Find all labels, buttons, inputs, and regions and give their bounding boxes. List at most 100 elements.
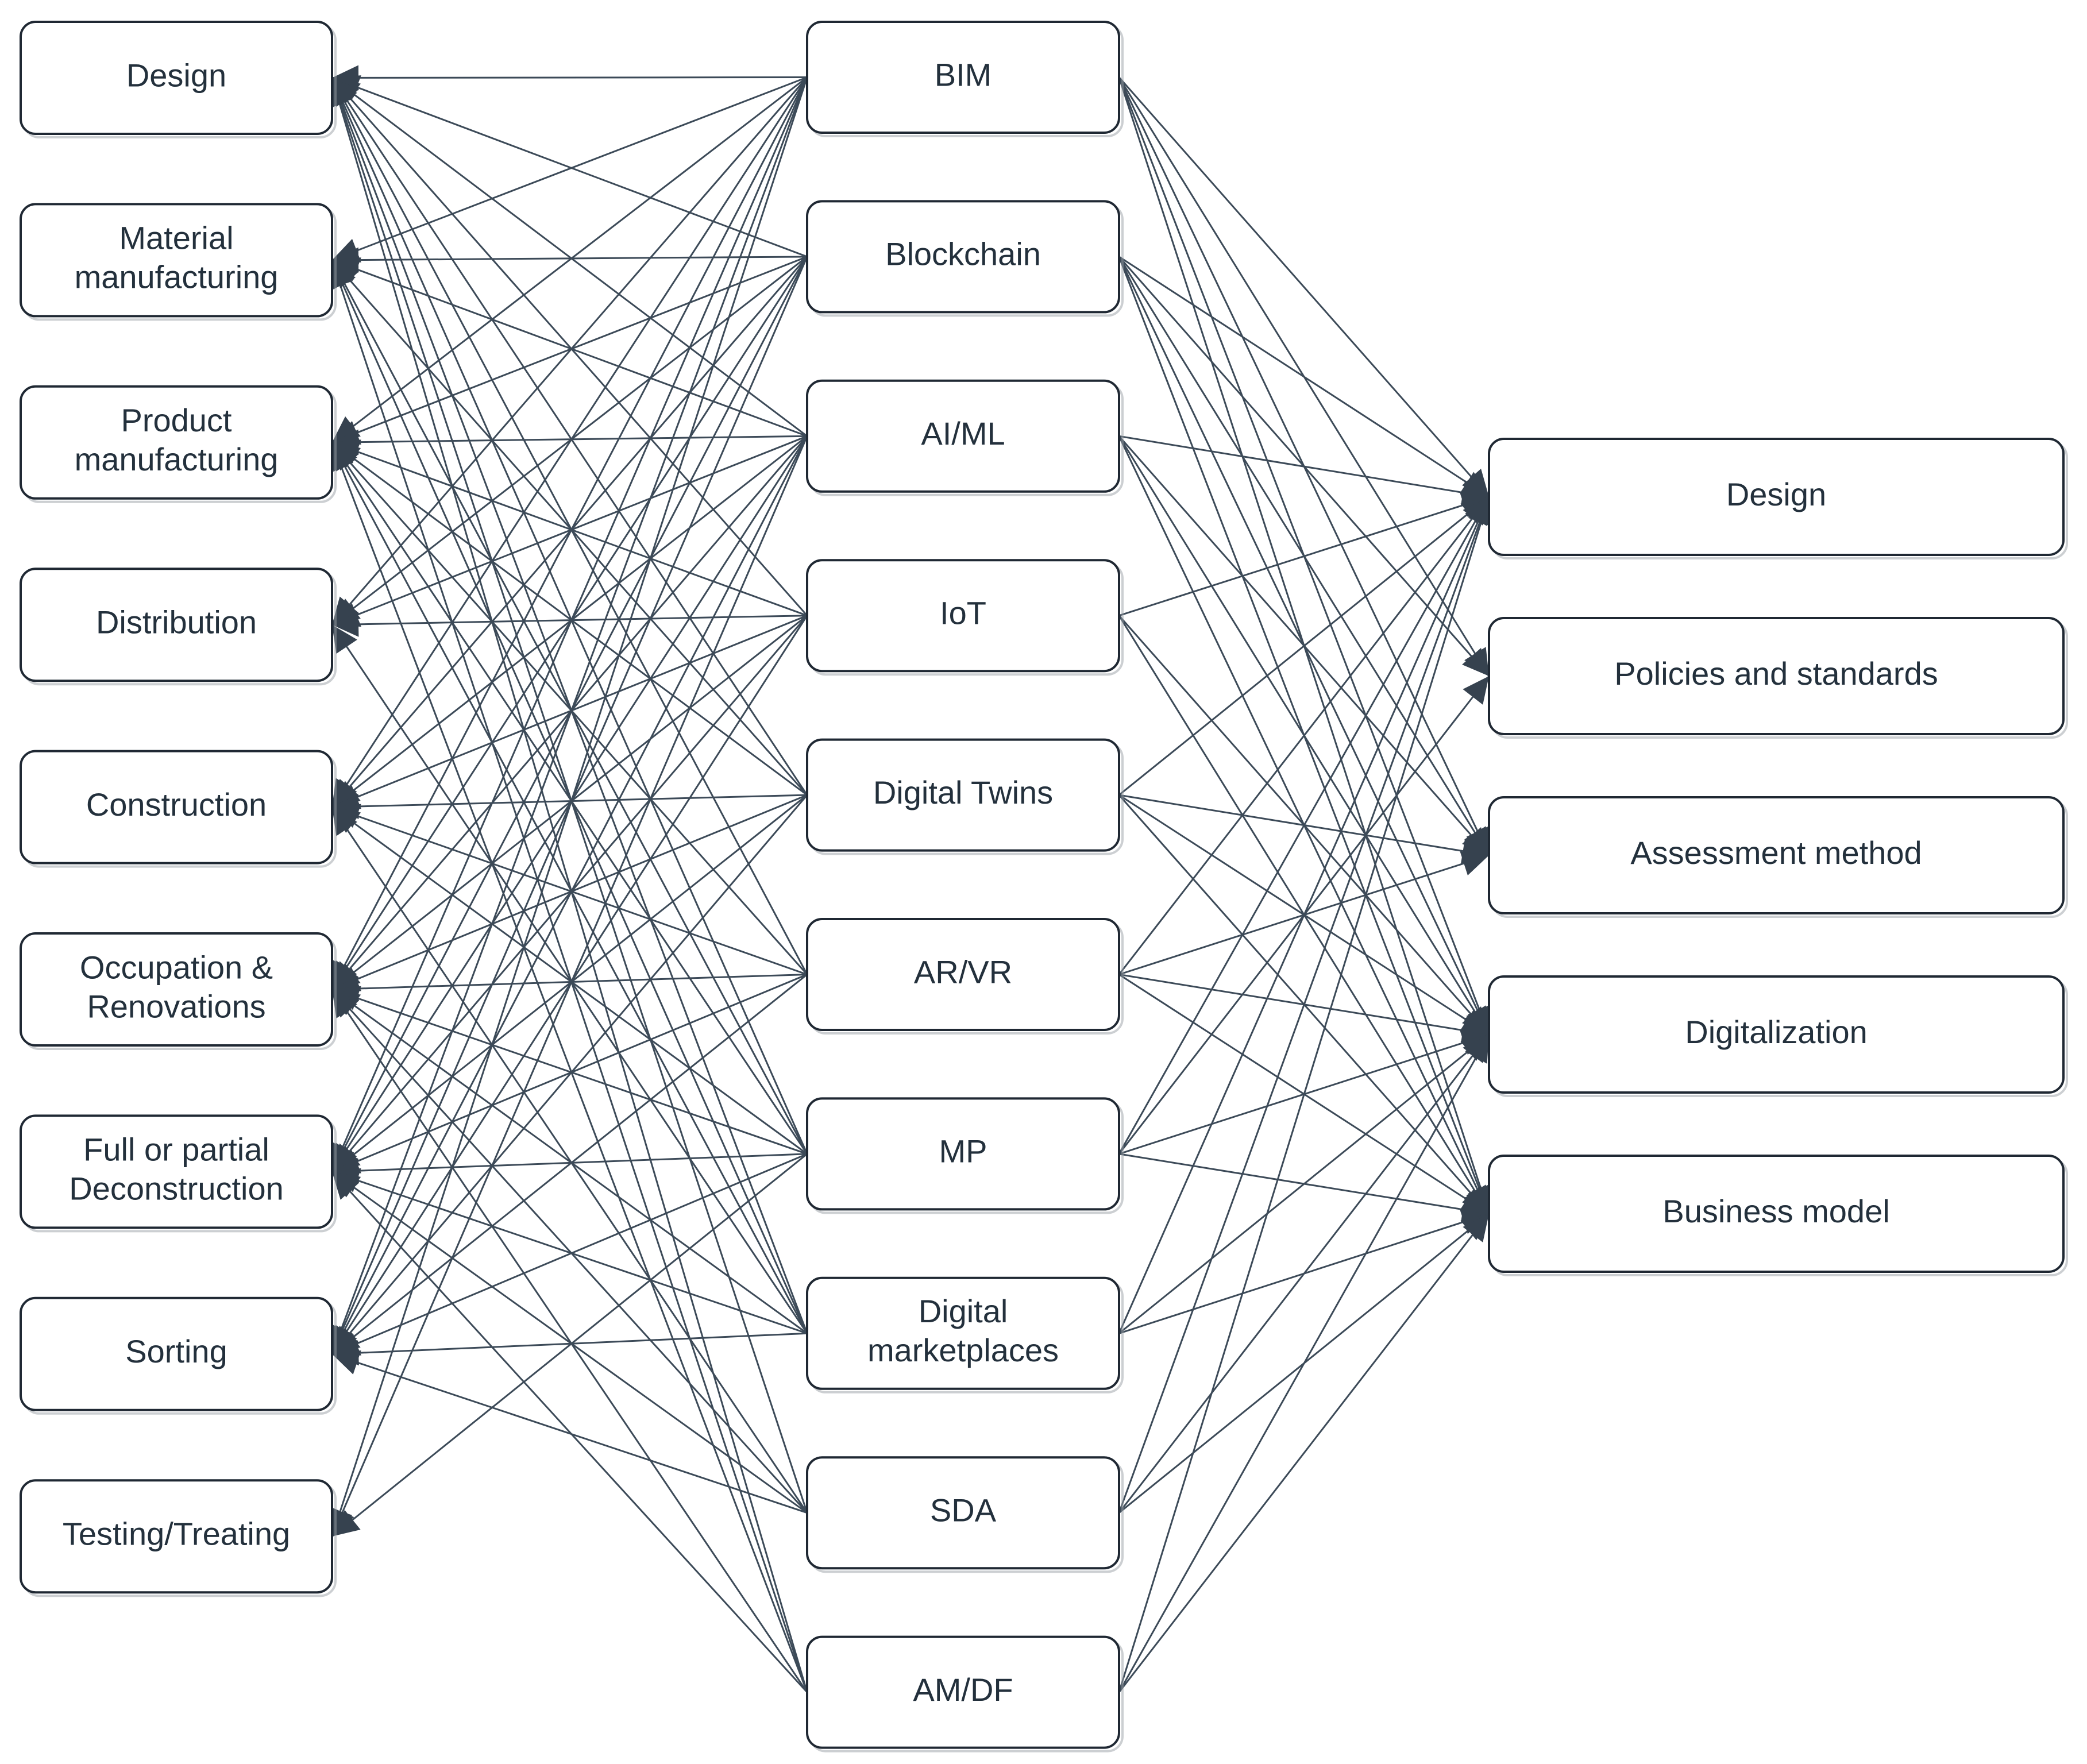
edge-M1-L6 bbox=[331, 256, 808, 1172]
node-label: Testing/Treating bbox=[63, 1515, 290, 1551]
edge-M0-L2 bbox=[331, 76, 808, 443]
node-label: Material bbox=[119, 220, 233, 256]
node-label: AR/VR bbox=[914, 954, 1012, 990]
edge-arrowhead bbox=[332, 1510, 361, 1537]
node-box[interactable] bbox=[806, 1097, 1120, 1211]
node-label: AI/ML bbox=[921, 415, 1005, 451]
edge-M0-R0 bbox=[1118, 76, 1490, 497]
edge-M7-R0 bbox=[1118, 496, 1490, 1334]
node-box[interactable] bbox=[1488, 1155, 2065, 1273]
node-label: Construction bbox=[86, 786, 267, 823]
node-box[interactable] bbox=[1488, 975, 2065, 1094]
node-label: SDA bbox=[930, 1492, 997, 1528]
edge-M7-L0 bbox=[331, 77, 808, 1334]
node-m0-bim[interactable]: BIM bbox=[806, 21, 1124, 137]
edge-M4-L7 bbox=[331, 794, 808, 1355]
node-m3-iot[interactable]: IoT bbox=[806, 559, 1124, 676]
node-l8-testing-treating[interactable]: Testing/Treating bbox=[20, 1479, 337, 1597]
node-m9-am-df[interactable]: AM/DF bbox=[806, 1635, 1124, 1753]
node-label: Policies and standards bbox=[1614, 655, 1938, 692]
node-box[interactable] bbox=[1488, 617, 2065, 735]
node-box[interactable] bbox=[20, 1296, 333, 1411]
node-box[interactable] bbox=[806, 1276, 1120, 1390]
node-l0-design[interactable]: Design bbox=[20, 21, 337, 138]
edge-M9-R0 bbox=[1118, 496, 1490, 1693]
node-box[interactable] bbox=[20, 21, 333, 135]
edge-M6-L8 bbox=[331, 1153, 808, 1537]
node-box[interactable] bbox=[806, 1635, 1120, 1749]
node-m6-mp[interactable]: MP bbox=[806, 1097, 1124, 1214]
node-box[interactable] bbox=[806, 379, 1120, 493]
node-m8-sda[interactable]: SDA bbox=[806, 1456, 1124, 1573]
edges-layer bbox=[331, 76, 1490, 1693]
node-box[interactable] bbox=[806, 559, 1120, 673]
edge-M7-L7 bbox=[331, 1332, 808, 1355]
edge-M6-L5 bbox=[331, 989, 808, 1155]
edge-M4-R0 bbox=[1118, 496, 1490, 796]
edge-M9-L1 bbox=[331, 260, 808, 1693]
node-box[interactable] bbox=[806, 738, 1120, 852]
node-label: Deconstruction bbox=[69, 1171, 284, 1207]
node-box[interactable] bbox=[806, 21, 1120, 134]
node-box[interactable] bbox=[806, 918, 1120, 1031]
edge-arrowhead bbox=[1463, 1214, 1489, 1242]
node-label: Full or partial bbox=[83, 1132, 269, 1168]
node-box[interactable] bbox=[20, 1114, 333, 1229]
edge-arrowhead bbox=[1462, 647, 1489, 676]
node-label: IoT bbox=[940, 595, 986, 631]
edge-M1-L5 bbox=[331, 256, 808, 990]
node-box[interactable] bbox=[806, 200, 1120, 314]
node-r3-digitalization[interactable]: Digitalization bbox=[1488, 975, 2068, 1097]
node-box[interactable] bbox=[20, 932, 333, 1047]
edge-M5-L4 bbox=[331, 806, 808, 975]
node-m1-blockchain[interactable]: Blockchain bbox=[806, 200, 1124, 317]
edge-M2-L0 bbox=[331, 77, 808, 437]
edge-M7-R3 bbox=[1118, 1033, 1490, 1334]
edge-M1-R0 bbox=[1118, 256, 1490, 498]
edge-M1-L3 bbox=[331, 256, 808, 626]
edge-M8-R3 bbox=[1118, 1034, 1490, 1514]
node-label: Design bbox=[126, 57, 226, 93]
edge-M5-R0 bbox=[1118, 496, 1490, 975]
edge-M9-R4 bbox=[1118, 1213, 1490, 1693]
node-box[interactable] bbox=[20, 203, 333, 318]
edge-M9-R3 bbox=[1118, 1034, 1490, 1693]
node-l5-occupation-renovations[interactable]: Occupation &Renovations bbox=[20, 932, 337, 1050]
edge-arrowhead bbox=[332, 1171, 360, 1200]
node-r4-business-model[interactable]: Business model bbox=[1488, 1155, 2068, 1276]
edge-M9-L2 bbox=[331, 442, 808, 1693]
edge-M3-L4 bbox=[331, 615, 808, 808]
node-box[interactable] bbox=[20, 1479, 333, 1594]
edge-M1-L4 bbox=[331, 256, 808, 808]
node-label: Design bbox=[1726, 476, 1826, 512]
node-box[interactable] bbox=[806, 1456, 1120, 1570]
node-box[interactable] bbox=[20, 385, 333, 500]
node-r2-assessment-method[interactable]: Assessment method bbox=[1488, 796, 2068, 918]
node-box[interactable] bbox=[1488, 796, 2065, 914]
node-m2-ai-ml[interactable]: AI/ML bbox=[806, 379, 1124, 496]
node-r1-policies-and-standards[interactable]: Policies and standards bbox=[1488, 617, 2068, 739]
node-r0-design[interactable]: Design bbox=[1488, 438, 2068, 559]
node-l7-sorting[interactable]: Sorting bbox=[20, 1296, 337, 1415]
edge-M1-L2 bbox=[331, 256, 808, 443]
node-label: BIM bbox=[935, 56, 992, 92]
node-m5-ar-vr[interactable]: AR/VR bbox=[806, 918, 1124, 1035]
edge-M1-L1 bbox=[331, 256, 808, 261]
node-l4-construction[interactable]: Construction bbox=[20, 750, 337, 868]
node-m4-digital-twins[interactable]: Digital Twins bbox=[806, 738, 1124, 855]
edge-M2-L2 bbox=[331, 435, 808, 443]
node-l3-distribution[interactable]: Distribution bbox=[20, 568, 337, 686]
node-box[interactable] bbox=[20, 750, 333, 864]
edge-M5-L7 bbox=[331, 974, 808, 1355]
node-box[interactable] bbox=[20, 568, 333, 682]
node-label: Sorting bbox=[125, 1333, 227, 1369]
edge-M8-L0 bbox=[331, 78, 808, 1514]
node-label: marketplaces bbox=[867, 1332, 1059, 1368]
node-box[interactable] bbox=[1488, 438, 2065, 556]
edge-M2-L1 bbox=[331, 259, 808, 437]
